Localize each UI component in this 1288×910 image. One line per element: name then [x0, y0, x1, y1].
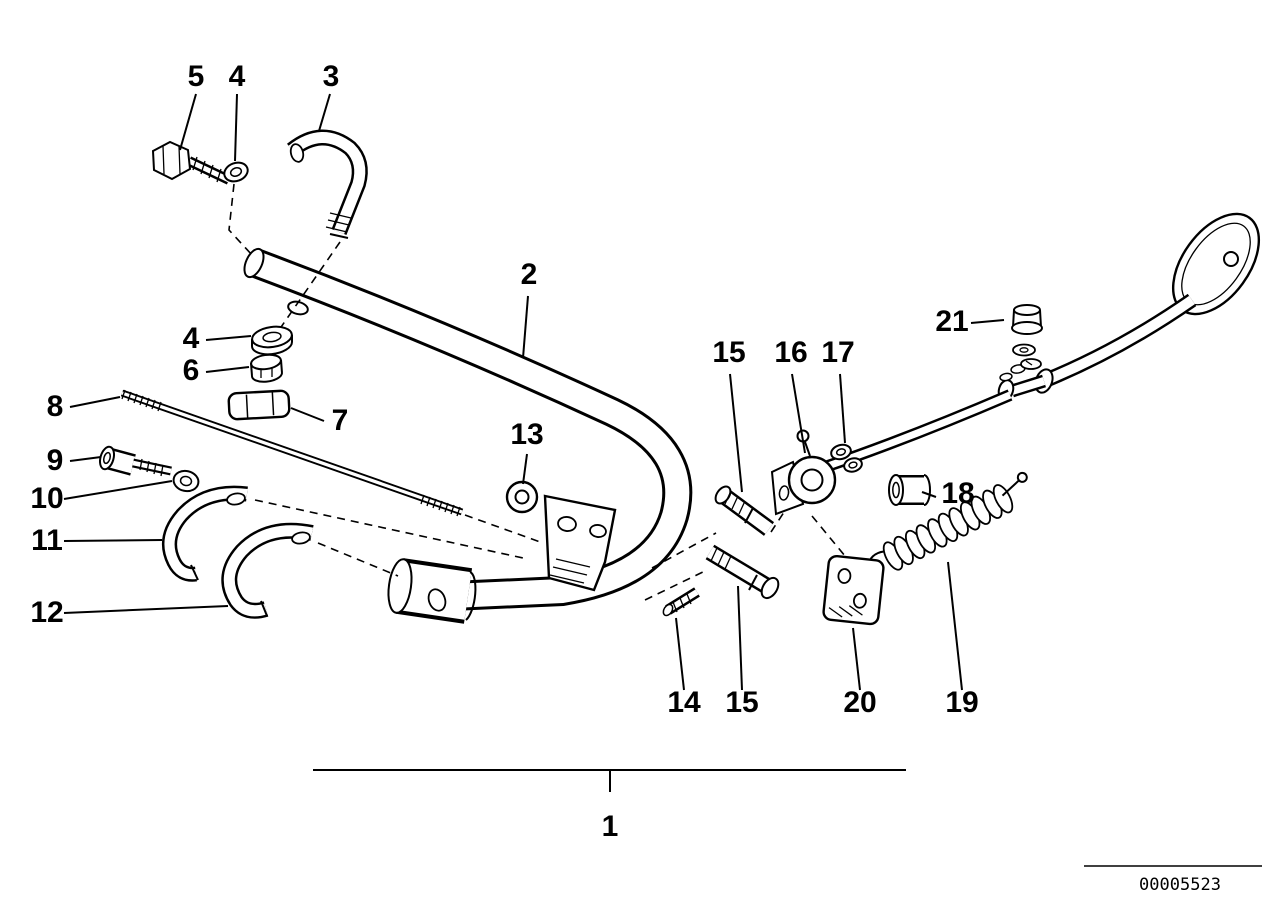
- part-16-pivot-clamp: [770, 455, 837, 516]
- part-callout-21[interactable]: 21: [935, 305, 968, 338]
- part-callout-13[interactable]: 13: [510, 418, 543, 451]
- part-3-clamp-strap: [287, 129, 368, 239]
- leader-18: [921, 491, 937, 498]
- part-20-stop-block: [822, 554, 885, 626]
- part-9-socket-bolt: [98, 445, 172, 477]
- part-callout-4-mid[interactable]: 4: [183, 322, 200, 355]
- part-callout-10[interactable]: 10: [30, 482, 63, 515]
- part-callout-1[interactable]: 1: [602, 810, 619, 843]
- part-14-screw: [662, 587, 700, 617]
- part-11-clamp-shell-upper: [162, 485, 248, 582]
- part-13-washer: [505, 480, 539, 514]
- leader-9: [69, 456, 102, 462]
- leader-17: [839, 373, 846, 444]
- part-callout-16[interactable]: 16: [774, 336, 807, 369]
- part-callout-9[interactable]: 9: [47, 444, 64, 477]
- part-7-hex-plug: [227, 389, 291, 421]
- part-callout-20[interactable]: 20: [843, 686, 876, 719]
- leader-11: [63, 539, 163, 542]
- part-8-threaded-rod: [120, 389, 464, 517]
- leader-7: [290, 407, 325, 422]
- leader-14: [675, 617, 685, 691]
- part-6-nut: [250, 353, 283, 383]
- leader-19: [947, 561, 963, 691]
- leader-15-upper: [729, 373, 743, 493]
- part-15-bolt-lower: [705, 544, 780, 600]
- part-callout-6[interactable]: 6: [183, 354, 200, 387]
- leader-2: [522, 295, 529, 359]
- part-17-washers: [830, 443, 863, 473]
- part-18-bushing: [888, 474, 931, 506]
- part-callout-8[interactable]: 8: [47, 390, 64, 423]
- part-1-reference-line: [313, 769, 906, 792]
- leader-5: [179, 93, 197, 151]
- leader-4-mid: [205, 335, 252, 341]
- part-callout-4-top[interactable]: 4: [229, 60, 246, 93]
- part-callout-15-upper[interactable]: 15: [712, 336, 745, 369]
- leader-13: [522, 453, 528, 485]
- part-callout-2[interactable]: 2: [521, 258, 538, 291]
- part-callout-19[interactable]: 19: [945, 686, 978, 719]
- leader-16: [791, 373, 806, 454]
- part-12-clamp-shell-lower: [221, 522, 314, 619]
- part-21-cap: [1011, 304, 1043, 370]
- part-15-pin-upper: [714, 485, 775, 536]
- leader-20: [852, 627, 861, 691]
- leader-10: [63, 480, 173, 500]
- leader-6: [205, 366, 250, 373]
- assembly-dashed-lines: [228, 183, 846, 601]
- callout-labels: 5 4 3 2 4 6 7 8 9 10 11 12 13 15 16 17 2…: [30, 60, 978, 843]
- part-callout-15-lower[interactable]: 15: [725, 686, 758, 719]
- part-4-washer-mid: [250, 325, 293, 356]
- leader-4-top: [234, 93, 238, 162]
- leader-8: [69, 396, 121, 408]
- leader-3: [318, 93, 331, 132]
- part-callout-17[interactable]: 17: [821, 336, 854, 369]
- leader-lines: [63, 93, 1005, 691]
- part-callout-12[interactable]: 12: [30, 596, 63, 629]
- part-callout-11[interactable]: 11: [31, 524, 63, 557]
- part-callout-3[interactable]: 3: [323, 60, 340, 93]
- leader-12: [63, 605, 229, 614]
- part-5-hex-bolt: [151, 140, 232, 185]
- diagram-id-text: 00005523: [1139, 875, 1221, 895]
- part-4-washer-top: [223, 161, 249, 183]
- leader-21: [970, 319, 1005, 324]
- part-2-safety-bar: [243, 247, 693, 624]
- leader-15-lower: [737, 585, 743, 691]
- part-10-washer: [172, 469, 200, 493]
- part-callout-14[interactable]: 14: [667, 686, 701, 719]
- part-callout-18[interactable]: 18: [941, 477, 974, 510]
- diagram-number: 00005523: [1084, 865, 1262, 895]
- side-stand-assembly: [796, 212, 1261, 484]
- bar-mounting-bracket: [543, 494, 617, 592]
- part-19-spring: [867, 471, 1028, 571]
- part-callout-5[interactable]: 5: [188, 60, 205, 93]
- part-callout-7[interactable]: 7: [332, 404, 349, 437]
